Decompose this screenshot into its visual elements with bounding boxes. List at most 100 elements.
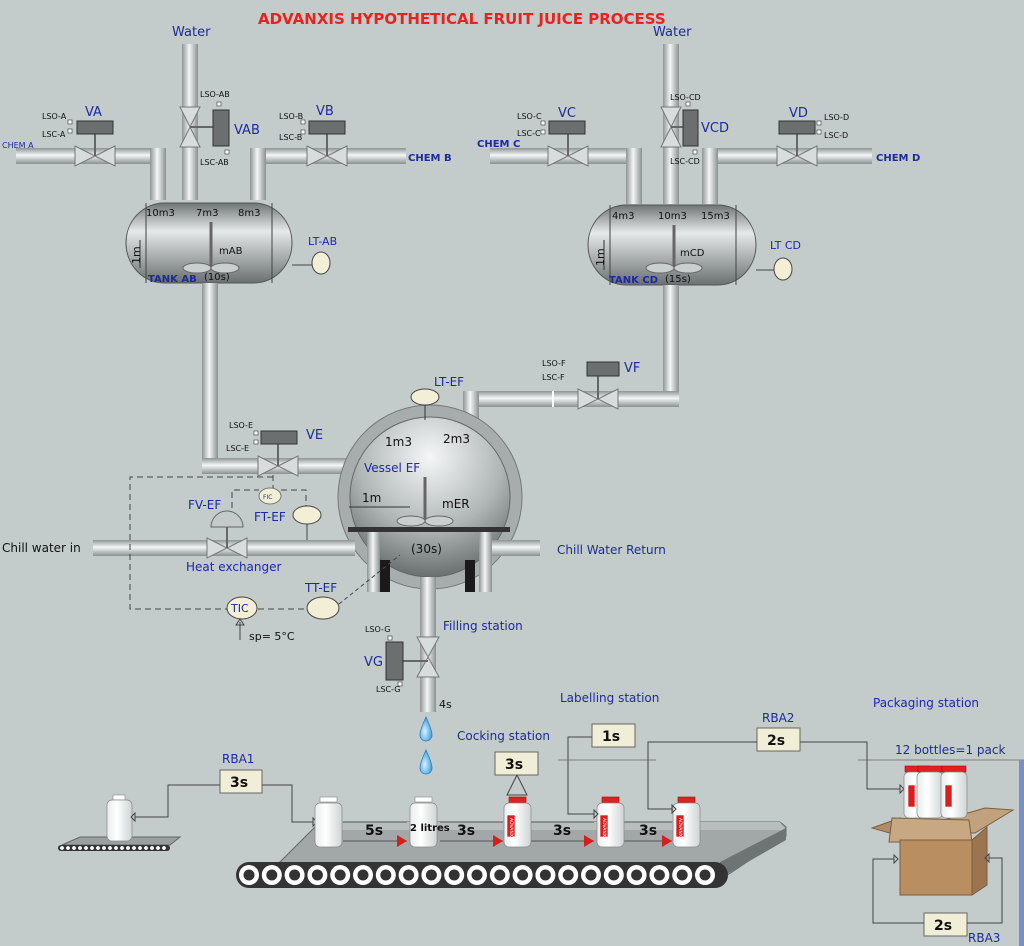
tank-cd[interactable] xyxy=(587,204,757,286)
rba2-timer-box[interactable] xyxy=(756,727,801,752)
roller xyxy=(77,845,83,851)
labelling-station-label: Labelling station xyxy=(560,691,659,705)
lso-ab-label: LSO-AB xyxy=(200,90,230,99)
roller xyxy=(149,845,155,851)
bottle-labelled: ADVANXIS xyxy=(503,796,532,848)
rba3-time: 2s xyxy=(934,918,952,934)
valve-vc[interactable] xyxy=(540,120,589,167)
tank-ab-height: 1m xyxy=(130,246,143,264)
lt-cd-instrument[interactable] xyxy=(773,257,793,281)
roller xyxy=(95,845,101,851)
valve-vf[interactable] xyxy=(577,361,620,410)
valve-vc-label: VC xyxy=(558,106,576,121)
lt-ab-instrument[interactable] xyxy=(311,251,331,275)
rba2-gripper-right-icon xyxy=(899,783,905,795)
tt-ef-instrument[interactable] xyxy=(306,596,340,620)
control-valve-fv-ef[interactable] xyxy=(206,510,248,559)
roller xyxy=(125,845,131,851)
lso-d-label: LSO-D xyxy=(824,113,849,122)
labelling-arm xyxy=(567,736,594,815)
lso-b-label: LSO-B xyxy=(279,112,303,121)
conveyor-segment-4: 3s xyxy=(639,823,657,839)
setpoint-label: sp= 5°C xyxy=(249,630,295,643)
valve-vd[interactable] xyxy=(776,120,822,167)
packaging-box xyxy=(870,807,1015,896)
cocking-head xyxy=(506,774,528,796)
roller-hub xyxy=(608,869,620,881)
pack-note-label: 12 bottles=1 pack xyxy=(895,743,1005,757)
labelling-time: 1s xyxy=(602,729,620,745)
tank-cd-outlet-pipe xyxy=(663,285,679,407)
rba1-time: 3s xyxy=(230,775,248,791)
juice-drop-icon xyxy=(419,716,433,742)
chill-water-return-pipe xyxy=(492,540,540,556)
filling-station-label: Filling station xyxy=(443,619,523,633)
roller-hub xyxy=(357,869,369,881)
tank-cd-vol-1: 4m3 xyxy=(612,211,634,222)
roller-hub xyxy=(334,869,346,881)
bottle-packed xyxy=(940,765,968,819)
bottle-volume-label: 2 litres xyxy=(410,823,450,834)
diagram-title: ADVANXIS HYPOTHETICAL FRUIT JUICE PROCES… xyxy=(258,10,666,28)
rba2-arm-right xyxy=(800,741,900,790)
roller xyxy=(101,845,107,851)
chem-b-pipe-down xyxy=(250,148,266,200)
rba3-arm-right xyxy=(967,857,1003,924)
tic-controller[interactable] xyxy=(226,596,258,620)
roller-hub xyxy=(562,869,574,881)
tank-ab[interactable] xyxy=(125,202,293,284)
roller-hub xyxy=(403,869,415,881)
chem-a-pipe-down xyxy=(150,148,166,200)
lsc-a-label: LSC-A xyxy=(42,130,66,139)
lso-g-label: LSO-G xyxy=(365,625,390,634)
valve-vb[interactable] xyxy=(300,119,348,167)
chem-d-pipe-down xyxy=(702,148,718,204)
ft-ef-label: FT-EF xyxy=(254,510,286,524)
lt-ef-label: LT-EF xyxy=(434,375,464,389)
vessel-ef[interactable] xyxy=(337,404,523,592)
labelling-timer-box[interactable] xyxy=(591,723,636,748)
flow-arrow-icon xyxy=(662,835,672,847)
lsc-c-label: LSC-C xyxy=(517,129,541,138)
bottle-brand-label: ADVANXIS xyxy=(508,818,514,841)
roller-hub xyxy=(699,869,711,881)
roller-hub xyxy=(448,869,460,881)
vessel-ef-mixer: mER xyxy=(442,497,470,511)
vessel-ef-name: Vessel EF xyxy=(364,461,420,475)
vessel-ef-height: 1m xyxy=(362,491,381,505)
ft-ef-instrument[interactable] xyxy=(292,505,322,525)
bottle-labelled: ADVANXIS xyxy=(672,796,701,848)
valve-vg[interactable] xyxy=(385,635,440,687)
rba1-timer-box[interactable] xyxy=(219,769,263,794)
roller-hub xyxy=(380,869,392,881)
rba3-arm-left xyxy=(872,858,924,924)
conveyor-segment-3: 3s xyxy=(553,823,571,839)
lt-ef-instrument[interactable] xyxy=(410,388,440,406)
valve-ve[interactable] xyxy=(253,430,299,477)
flow-arrow-icon xyxy=(584,835,594,847)
rba2-label: RBA2 xyxy=(762,711,794,725)
valve-vcd[interactable] xyxy=(660,101,699,155)
valve-vab[interactable] xyxy=(179,101,230,155)
valve-va[interactable] xyxy=(67,119,116,167)
fic-controller[interactable] xyxy=(258,487,282,505)
roller xyxy=(131,845,137,851)
rba3-timer-box[interactable] xyxy=(923,912,968,937)
roller-hub xyxy=(676,869,688,881)
lsc-d-label: LSC-D xyxy=(824,131,848,140)
roller-hub xyxy=(631,869,643,881)
chem-c-pipe-down xyxy=(626,148,642,204)
chem-c-label: CHEM C xyxy=(477,139,520,150)
rba3-gripper-right-icon xyxy=(984,852,990,864)
rba1-arm-right xyxy=(262,784,313,823)
lt-cd-label: LT CD xyxy=(770,239,801,252)
tank-ab-outlet-pipe xyxy=(202,283,218,469)
valve-vab-label: VAB xyxy=(234,123,260,138)
rba2-time: 2s xyxy=(767,733,785,749)
lsc-cd-label: LSC-CD xyxy=(670,157,700,166)
bottle-labelled: ADVANXIS xyxy=(596,796,625,848)
lso-e-label: LSO-E xyxy=(229,421,253,430)
flow-arrow-icon xyxy=(397,835,407,847)
tic-loop-signal xyxy=(129,476,273,610)
